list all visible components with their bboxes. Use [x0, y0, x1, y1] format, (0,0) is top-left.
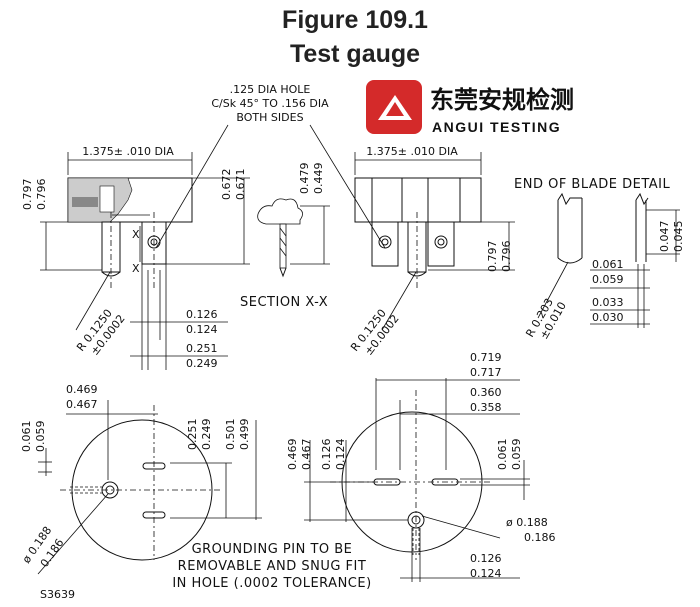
- section-x-mark-top: X: [132, 228, 140, 241]
- dim-0469-right: 0.469: [286, 439, 299, 471]
- angui-logo: 东莞安规检测 ANGUI TESTING: [366, 80, 574, 135]
- dim-0671: 0.671: [234, 169, 247, 201]
- section-x-x: SECTION X-X 0.479 0.449: [240, 163, 330, 310]
- dim-0249-a: 0.249: [186, 357, 218, 370]
- dim-0186-right: 0.186: [524, 531, 556, 544]
- dim-0251-a: 0.251: [186, 342, 218, 355]
- hole-note-line3: BOTH SIDES: [236, 111, 303, 124]
- dim-0047: 0.047: [658, 221, 671, 253]
- end-of-blade-detail: END OF BLADE DETAIL R 0.203 ±0.010 0.047…: [514, 177, 685, 342]
- dim-0061-blade: 0.061: [592, 258, 624, 271]
- logo-cn-text: 东莞安规检测: [430, 86, 574, 114]
- dim-0672: 0.672: [220, 169, 233, 201]
- dim-0499: 0.499: [238, 419, 251, 451]
- dim-0045: 0.045: [672, 221, 685, 253]
- dim-0479: 0.479: [298, 163, 311, 195]
- dim-0124-c: 0.124: [470, 567, 502, 580]
- right-side-view: 1.375± .010 DIA 0.797 0.796 R 0.1250 ±0.…: [348, 145, 515, 358]
- dim-0501: 0.501: [224, 419, 237, 451]
- dim-0061-left: 0.061: [20, 421, 33, 453]
- dim-0124-a: 0.124: [186, 323, 218, 336]
- hole-note-line2: C/Sk 45° TO .156 DIA: [211, 97, 329, 110]
- figure-title: Figure 109.1: [282, 6, 428, 34]
- dim-0188-right: ø 0.188: [506, 516, 548, 529]
- figure-subtitle: Test gauge: [290, 40, 420, 68]
- figure-code: S3639: [40, 588, 75, 601]
- dim-0126-c: 0.126: [470, 552, 502, 565]
- dim-0467-right: 0.467: [300, 439, 313, 471]
- dim-0249-b: 0.249: [200, 419, 213, 451]
- logo-en-text: ANGUI TESTING: [432, 119, 561, 135]
- dim-0061-right: 0.061: [496, 439, 509, 471]
- dim-0059-right: 0.059: [510, 439, 523, 471]
- dim-0467-left: 0.467: [66, 398, 98, 411]
- dim-0797-left: 0.797: [21, 179, 34, 211]
- end-detail-label: END OF BLADE DETAIL: [514, 177, 671, 192]
- ground-note-line3: IN HOLE (.0002 TOLERANCE): [172, 576, 371, 591]
- dim-0059-left: 0.059: [34, 421, 47, 453]
- section-x-mark-bottom: X: [132, 262, 140, 275]
- hole-note-line1: .125 DIA HOLE: [230, 83, 311, 96]
- section-label: SECTION X-X: [240, 295, 328, 310]
- dim-0126-b: 0.126: [320, 439, 333, 471]
- dim-0469-left: 0.469: [66, 383, 98, 396]
- dim-0358: 0.358: [470, 401, 502, 414]
- dim-0126-a: 0.126: [186, 308, 218, 321]
- dia-left-label: 1.375± .010 DIA: [82, 145, 174, 158]
- dim-0717: 0.717: [470, 366, 502, 379]
- dim-0796-right: 0.796: [500, 241, 513, 273]
- right-face-view: 0.719 0.717 0.360 0.358 0.469 0.467 0.12…: [286, 351, 556, 582]
- dim-0796-left: 0.796: [35, 179, 48, 211]
- dim-0449: 0.449: [312, 163, 325, 195]
- dim-0030: 0.030: [592, 311, 624, 324]
- ground-note-line1: GROUNDING PIN TO BE: [192, 542, 353, 557]
- dim-0797-right: 0.797: [486, 241, 499, 273]
- dim-0360: 0.360: [470, 386, 502, 399]
- dim-0033: 0.033: [592, 296, 624, 309]
- dim-0251-b: 0.251: [186, 419, 199, 451]
- dim-0124-b: 0.124: [334, 439, 347, 471]
- ground-note-line2: REMOVABLE AND SNUG FIT: [178, 559, 367, 574]
- dia-right-label: 1.375± .010 DIA: [366, 145, 458, 158]
- dim-0059-blade: 0.059: [592, 273, 624, 286]
- dim-0719: 0.719: [470, 351, 502, 364]
